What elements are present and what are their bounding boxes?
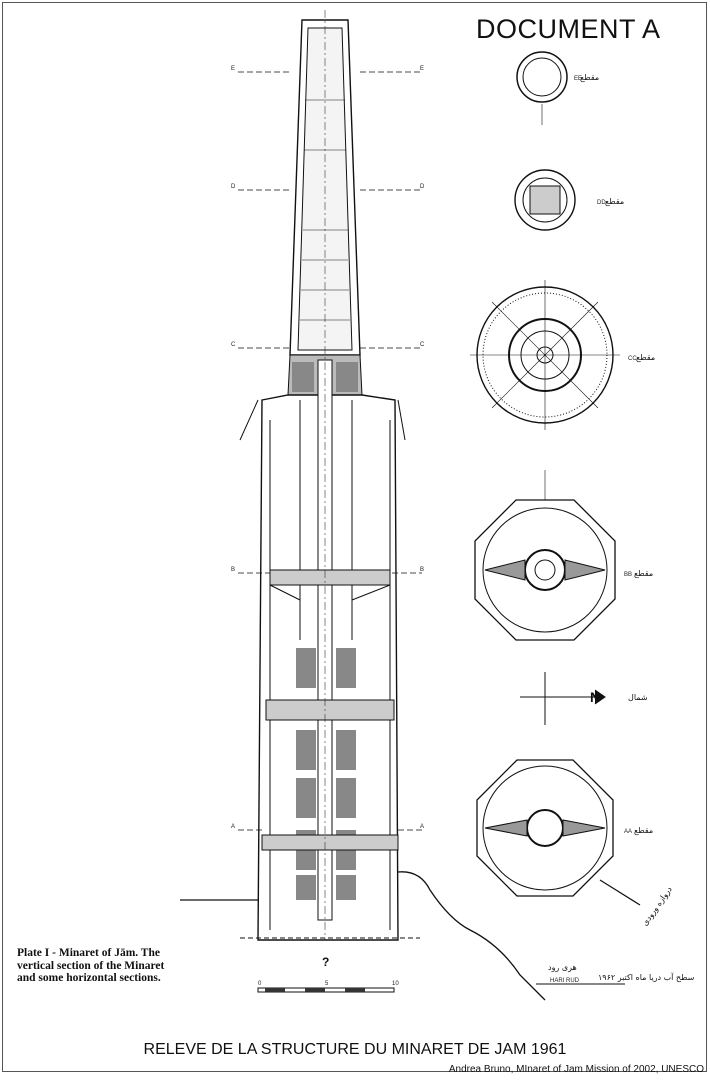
section-marker-b-left: B [231, 567, 235, 573]
section-aa [476, 759, 641, 906]
label-dd-arabic: مقطع [605, 197, 624, 206]
section-marker-a-left: A [231, 824, 235, 830]
document-label: DOCUMENT A [476, 14, 661, 44]
scale-tick-10: 10 [392, 981, 399, 987]
label-aa-arabic: مقطع [634, 826, 653, 835]
label-dd-code: DD [597, 200, 606, 206]
label-bb-code: BB [624, 572, 632, 578]
label-aa-code: AA [624, 829, 632, 835]
vertical-section [180, 10, 546, 1001]
section-marker-c-left: C [231, 342, 236, 348]
arrow-note: دروازه ورودی [640, 885, 674, 928]
section-marker-d-left: D [231, 184, 236, 190]
scale-tick-5: 5 [325, 981, 329, 987]
section-marker-b-right: B [420, 567, 424, 573]
river-arabic: هری رود [548, 963, 577, 972]
water-level-note: سطح آب دریا ماه اکتبر ۱۹۶۲ [598, 972, 695, 982]
credit-line: Andrea Bruno, MInaret of Jam Mission of … [448, 1064, 704, 1075]
label-ee-code: EE [574, 76, 582, 82]
river-name: HARI RUD [550, 978, 580, 984]
section-ee [516, 51, 568, 125]
section-marker-e-left: E [231, 66, 235, 72]
north-arrow [520, 672, 606, 725]
section-marker-e-right: E [420, 66, 424, 72]
label-cc-code: CC [628, 356, 637, 362]
scale-tick-0: 0 [258, 981, 262, 987]
north-arabic: شمال [628, 693, 648, 702]
label-bb-arabic: مقطع [634, 569, 653, 578]
section-bb [474, 499, 616, 641]
north-letter: N [590, 689, 600, 705]
section-lines [238, 71, 422, 831]
section-cc [470, 280, 620, 500]
drawing-title: RELEVE DE LA STRUCTURE DU MINARET DE JAM… [143, 1041, 567, 1058]
label-cc-arabic: مقطع [636, 353, 655, 362]
label-ee-arabic: مقطع [580, 73, 599, 82]
section-marker-c-right: C [420, 342, 425, 348]
section-marker-d-right: D [420, 184, 425, 190]
section-marker-a-right: A [420, 824, 424, 830]
scale-bar [257, 987, 395, 993]
section-dd [514, 169, 576, 231]
scale-mark: ? [322, 955, 329, 969]
plate-caption: Plate I - Minaret of Jām. The vertical s… [17, 947, 165, 984]
